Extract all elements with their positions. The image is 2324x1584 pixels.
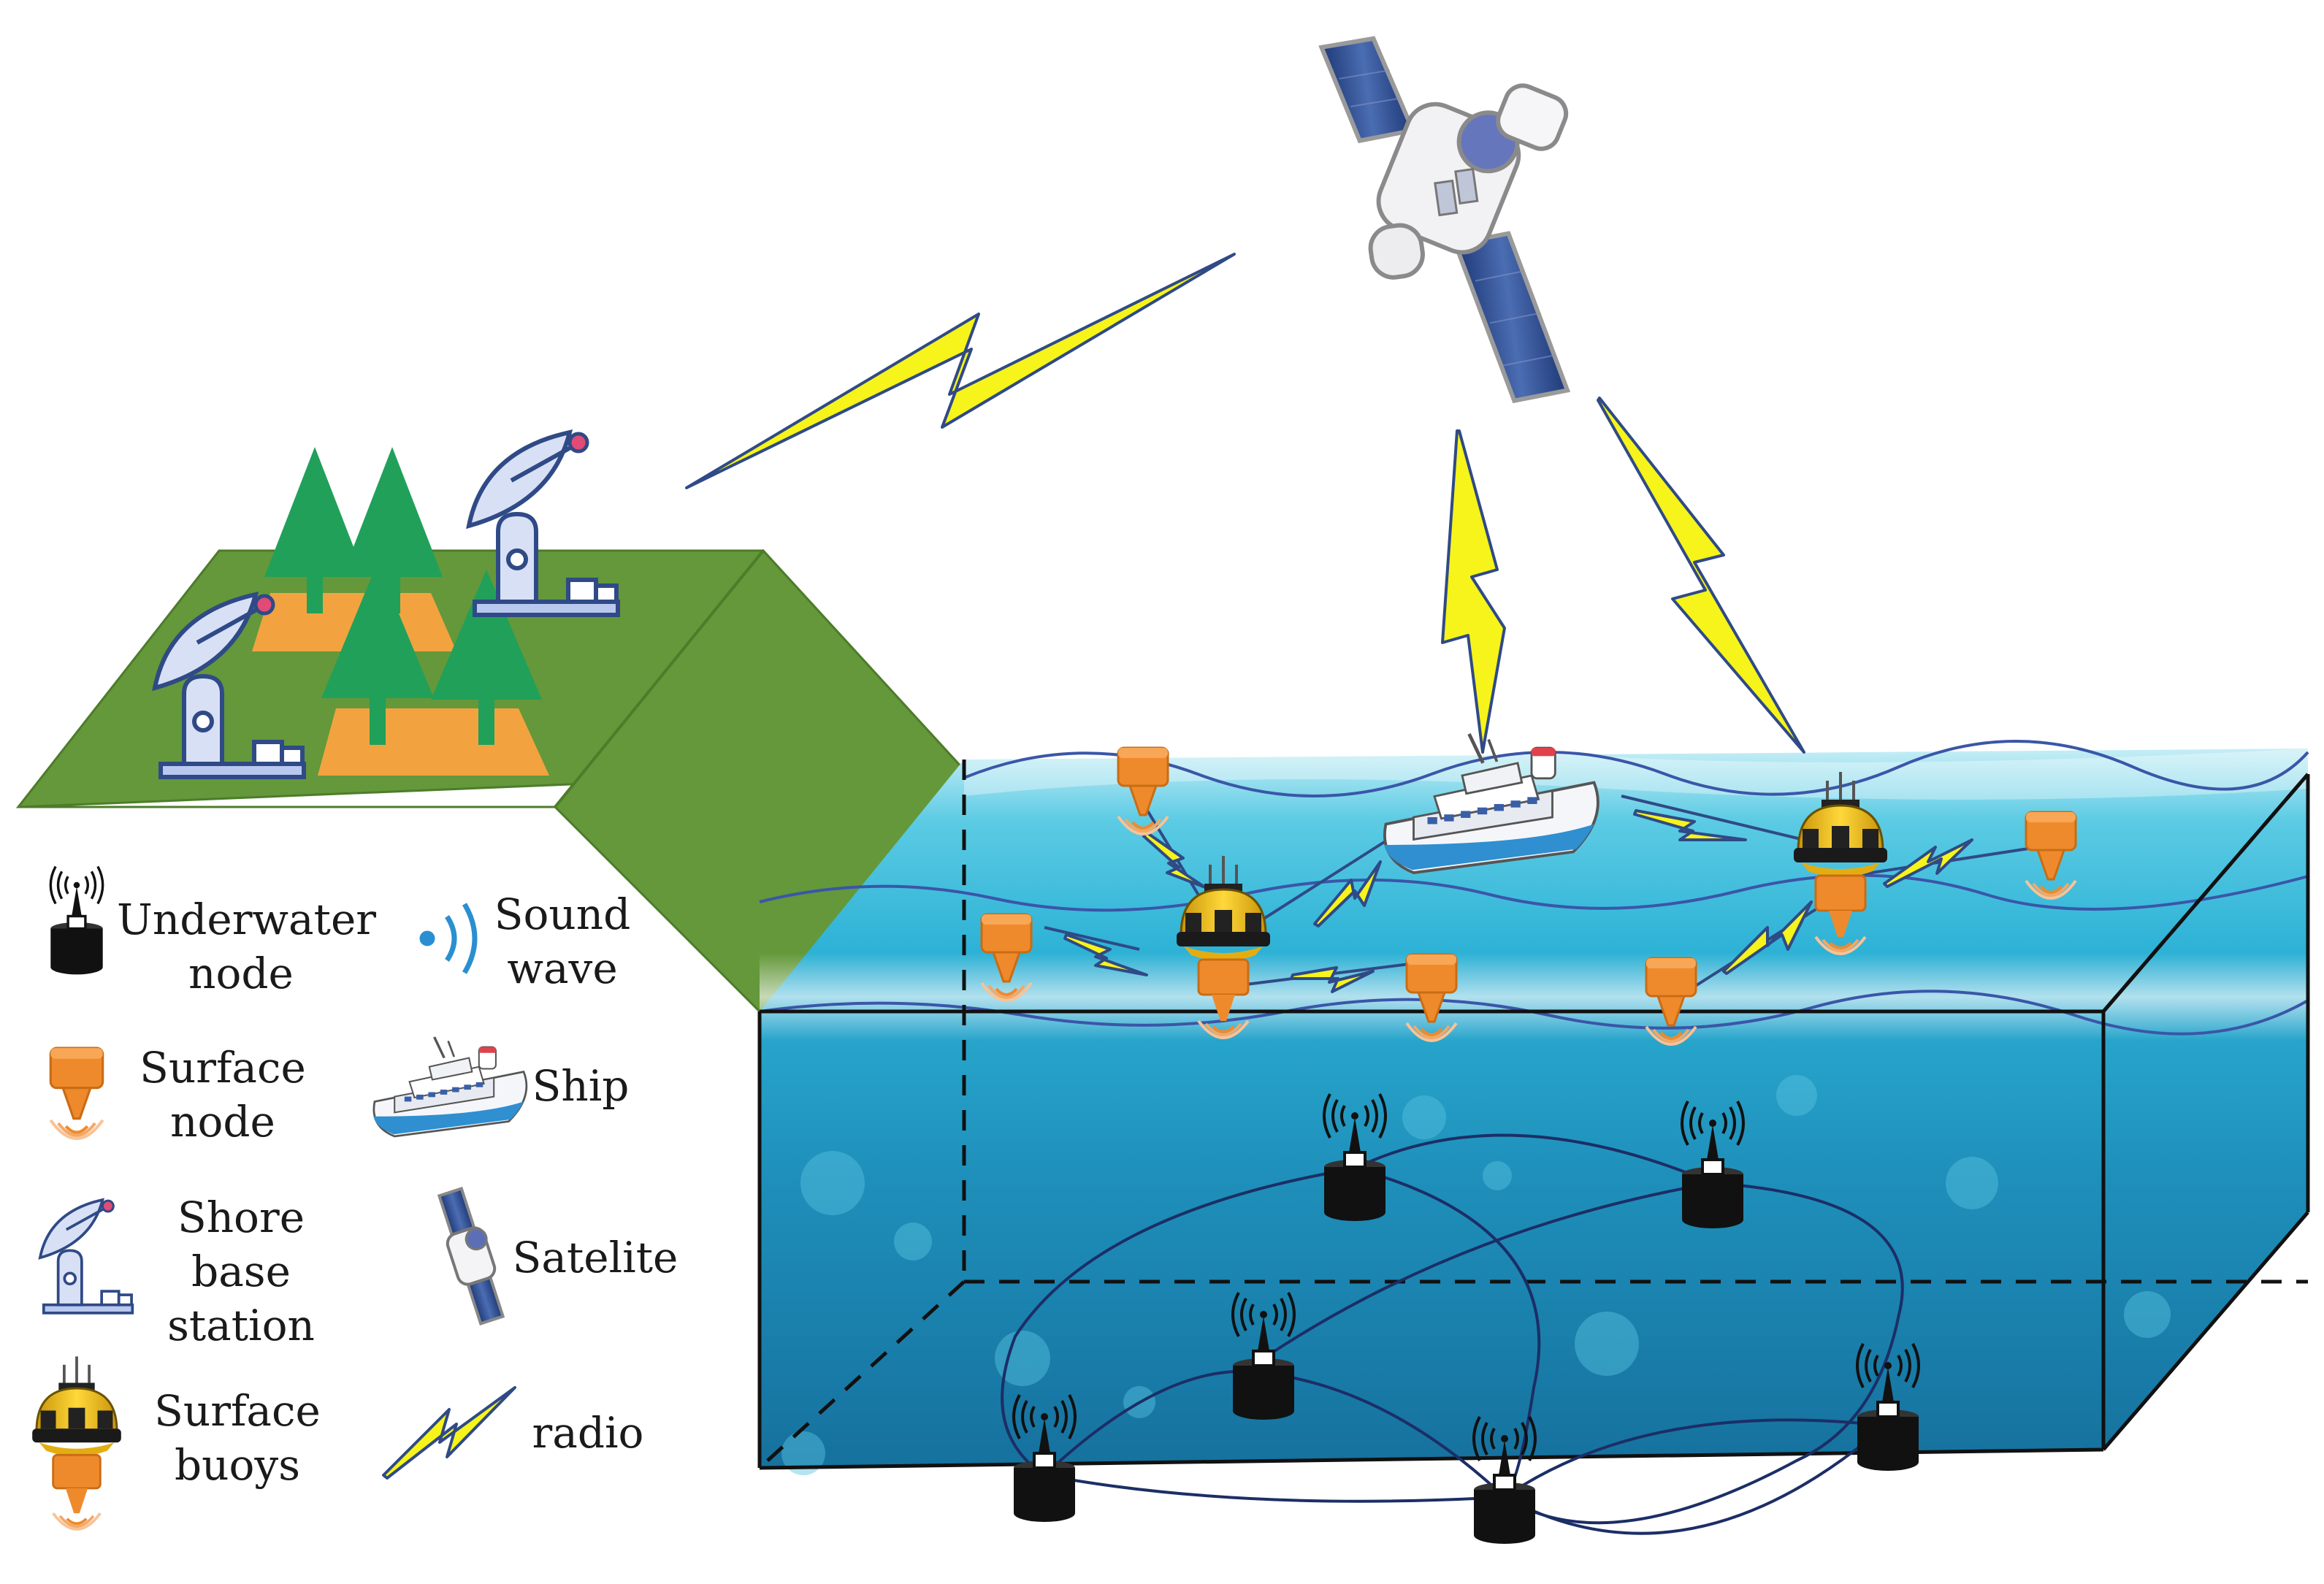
tree-icon (264, 447, 542, 745)
satellite-icon (430, 1184, 513, 1328)
ship-icon (372, 1036, 528, 1138)
sound-wave-icon (419, 903, 478, 974)
legend-label-surface-buoys: Surface buoys (154, 1386, 321, 1490)
legend-label-satellite: Satelite (512, 1233, 679, 1282)
radio-link-icon (685, 253, 1973, 993)
surface-node-icon (50, 1048, 102, 1139)
surface-buoy-icon (31, 1355, 123, 1531)
shore-base-station-icon (38, 1198, 134, 1315)
satellite-icon (1318, 36, 1571, 404)
radio-icon (382, 1386, 516, 1480)
legend-label-underwater-node: Underwater node (117, 895, 376, 998)
legend-label-shore-base-station: Shore base station (167, 1193, 315, 1350)
legend-label-ship: Ship (532, 1061, 630, 1111)
ocean-volume (757, 740, 2310, 1475)
legend-label-radio: radio (532, 1408, 644, 1458)
underwater-node (1472, 1415, 1537, 1545)
legend (31, 865, 528, 1531)
acoustic-link (1001, 1133, 1904, 1535)
legend-label-sound-wave: Sound wave (494, 889, 631, 993)
underwater-node-icon (49, 865, 104, 976)
legend-label-surface-node: Surface node (139, 1043, 306, 1147)
